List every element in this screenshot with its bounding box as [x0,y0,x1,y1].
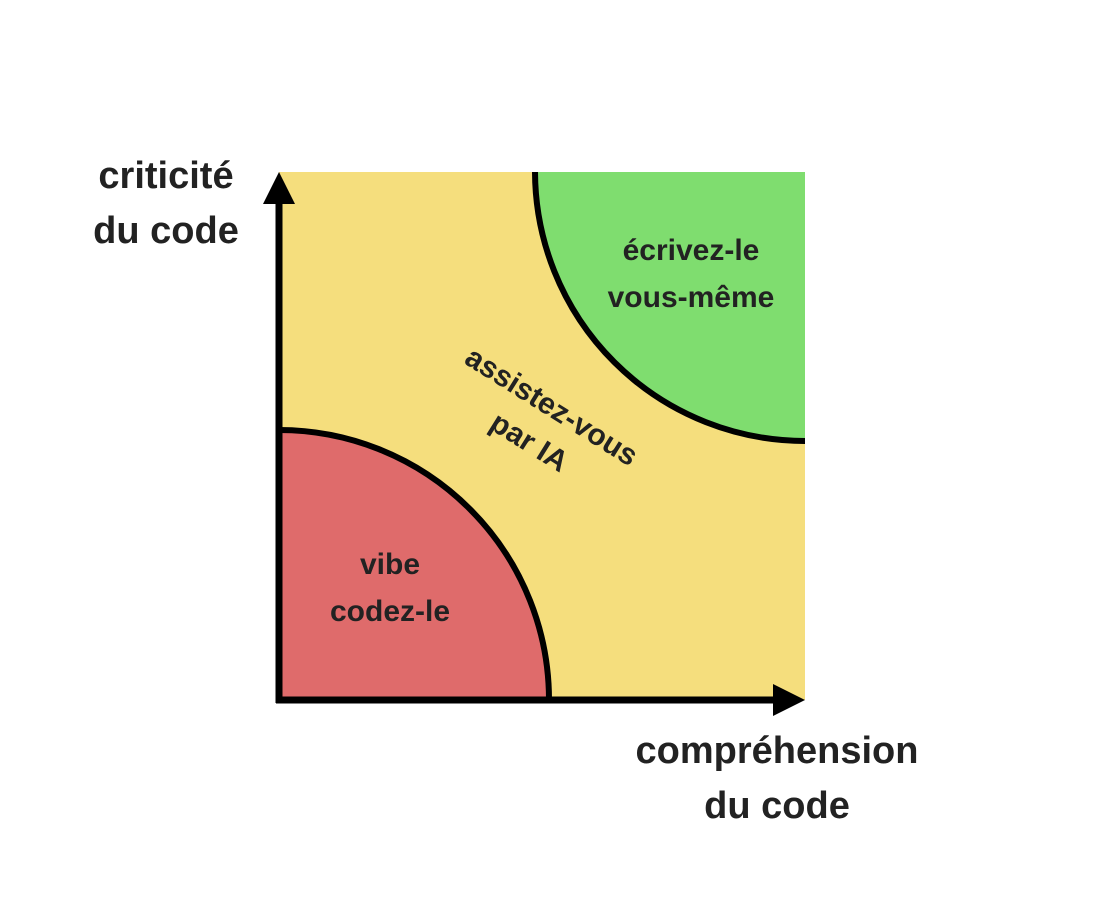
vibe-code-boundary [278,427,552,701]
vibe-code-label-line2: codez-le [330,595,450,628]
write-yourself-zone [535,172,805,441]
y-axis-title-line2: du code [93,210,239,252]
y-axis-arrowhead [263,172,295,204]
write-yourself-label-line1: écrivez-le [623,234,760,267]
x-axis-arrowhead [773,684,805,716]
write-yourself-label-line2: vous-même [608,281,775,314]
vibe-code-label-line1: vibe [360,548,420,581]
x-axis-title-line1: compréhension [636,730,919,772]
write-yourself-boundary [532,171,806,444]
vibe-code-zone [279,430,549,700]
y-axis-title-line1: criticité [98,155,233,197]
x-axis-title-line2: du code [704,785,850,827]
